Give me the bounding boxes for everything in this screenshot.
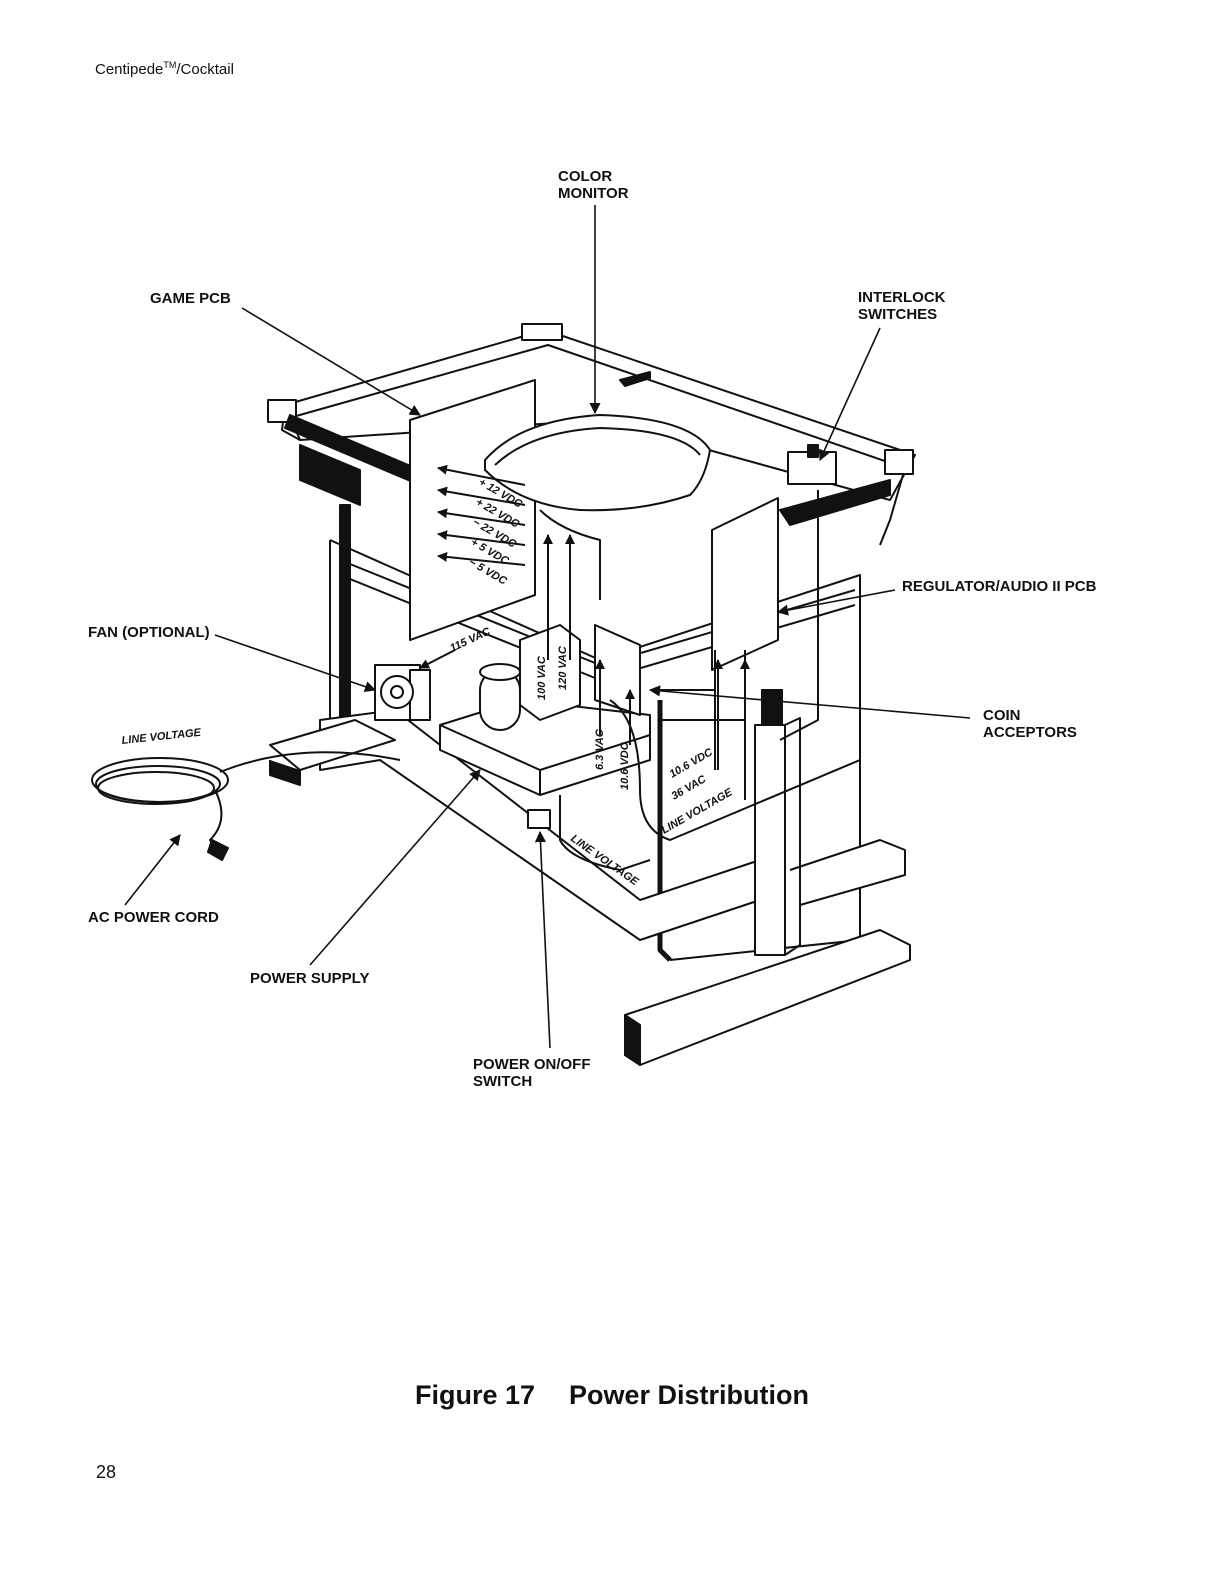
voltage-63vac: 6.3 VAC [594,728,606,770]
fan [374,664,431,721]
running-header: CentipedeTM/Cocktail [95,60,234,78]
voltage-115vac: 115 VAC [448,625,493,654]
label-fan: FAN (OPTIONAL) [88,624,210,641]
label-game-pcb: GAME PCB [150,290,231,307]
ac-power-cord [91,751,401,861]
label-regulator-pcb: REGULATOR/AUDIO II PCB [902,578,1097,595]
voltage-106vdc-a: 10.6 VDC [619,741,631,790]
coin-acceptor-box [594,624,641,716]
voltage-120vac: 120 VAC [557,645,569,690]
voltage-100vac: 100 VAC [536,655,548,700]
cabinet-top-edge [281,344,906,469]
corner-bracket [521,323,563,341]
corner-bracket [884,449,914,475]
game-pcb-board [409,379,536,641]
regulator-pcb-board [711,497,779,671]
voltage-106vdc-b: 10.6 VDC [668,746,716,781]
label-power-supply: POWER SUPPLY [250,970,370,987]
frame-post [754,724,786,956]
page-number: 28 [96,1462,117,1482]
power-switch [527,809,551,829]
label-ac-power-cord: AC POWER CORD [88,909,219,926]
line-voltage-cord: LINE VOLTAGE [121,727,202,747]
